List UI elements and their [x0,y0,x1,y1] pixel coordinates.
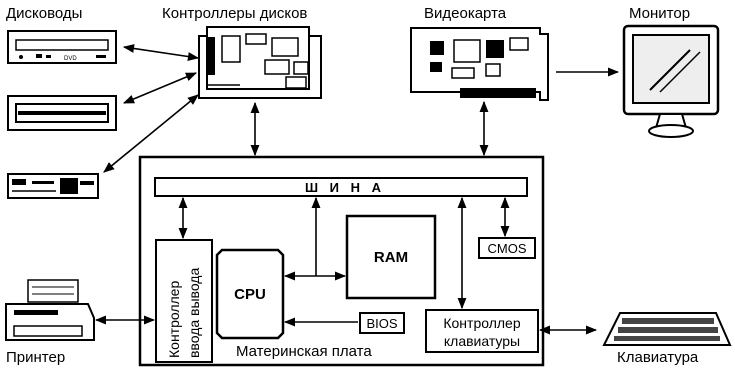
io-controller-line1: Контроллер [166,281,182,358]
io-controller-box [156,240,212,362]
arrow-floppy-controllers [104,95,198,172]
printer-icon [6,280,94,340]
bios-label: BIOS [366,316,397,331]
arrow-dvd-controllers [124,47,198,58]
video-card-icon [411,28,548,100]
disk-controller-cards-icon [199,27,321,98]
cpu-label: CPU [234,286,266,303]
floppy-drive-icon [8,174,98,198]
keyboard-icon [604,313,730,345]
dvd-mark: DVD [64,56,77,62]
io-controller-line2: ввода вывода [186,268,202,358]
keyboard-controller-line2: клавиатуры [444,333,520,349]
cmos-label: CMOS [488,241,527,256]
ram-label: RAM [374,249,408,266]
dvd-drive-icon: DVD [8,31,116,63]
arrow-hdd-controllers [124,73,196,103]
keyboard-controller-line1: Контроллер [443,315,520,331]
monitor-icon [624,26,718,137]
bus-label: Ш И Н А [305,180,385,195]
hard-drive-icon [8,96,116,130]
